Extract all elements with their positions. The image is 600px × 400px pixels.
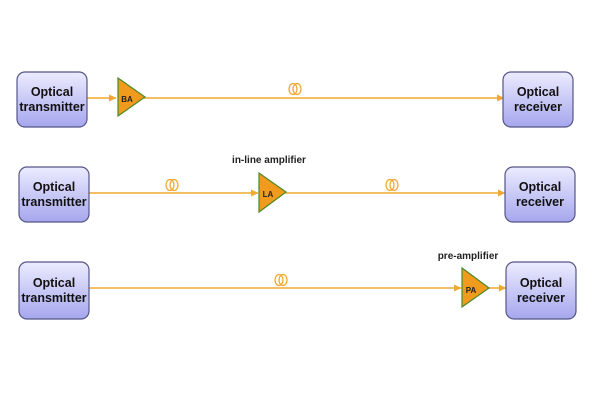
- receiver-label-line2: receiver: [517, 291, 565, 305]
- receiver-label-line2: receiver: [516, 195, 564, 209]
- booster-amplifier-icon: BA: [117, 76, 147, 118]
- receiver-label-line1: Optical: [517, 85, 559, 99]
- row-inline: in-line amplifier Optical transmitter LA…: [18, 155, 576, 223]
- in-line-amplifier-icon: LA: [258, 171, 288, 214]
- fiber-coil-icon: [274, 273, 288, 287]
- optical-receiver-box: Optical receiver: [504, 166, 576, 223]
- caption-pre-amplifier: pre-amplifier: [438, 251, 499, 262]
- row-preamp: pre-amplifier Optical transmitter PA Opt…: [18, 251, 577, 320]
- optical-receiver-box: Optical receiver: [505, 261, 577, 320]
- amplifier-label-ba: BA: [121, 95, 133, 104]
- transmitter-label-line2: transmitter: [21, 291, 86, 305]
- transmitter-label-line2: transmitter: [19, 100, 84, 114]
- optical-receiver-box: Optical receiver: [502, 71, 574, 128]
- receiver-label-line2: receiver: [514, 100, 562, 114]
- transmitter-label-line1: Optical: [33, 180, 75, 194]
- transmitter-label-line1: Optical: [33, 276, 75, 290]
- receiver-label-line1: Optical: [520, 276, 562, 290]
- pre-amplifier-icon: PA: [461, 266, 491, 309]
- transmitter-label-line2: transmitter: [21, 195, 86, 209]
- fiber-coil-icon: [385, 178, 399, 192]
- caption-in-line-amplifier: in-line amplifier: [232, 155, 306, 166]
- optical-transmitter-box: Optical transmitter: [18, 166, 90, 223]
- transmitter-label-line1: Optical: [31, 85, 73, 99]
- optical-transmitter-box: Optical transmitter: [18, 261, 90, 320]
- row-booster: Optical transmitter BA Optical receiver: [16, 71, 574, 128]
- fiber-coil-icon: [288, 82, 302, 96]
- receiver-label-line1: Optical: [519, 180, 561, 194]
- amplifier-label-pa: PA: [466, 286, 477, 295]
- optical-transmitter-box: Optical transmitter: [16, 71, 88, 128]
- amplifier-label-la: LA: [263, 190, 274, 199]
- fiber-coil-icon: [165, 178, 179, 192]
